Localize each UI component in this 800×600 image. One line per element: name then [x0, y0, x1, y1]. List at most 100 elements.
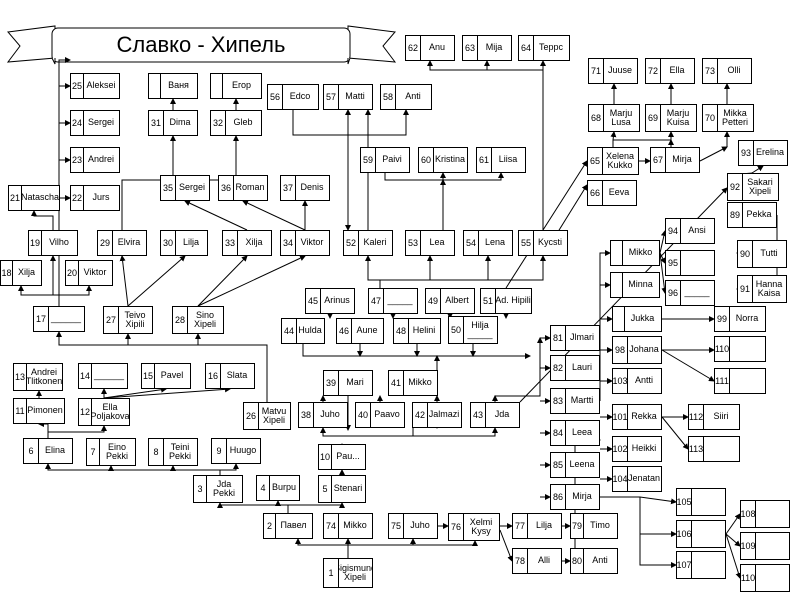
person-number: 91 — [738, 276, 753, 302]
person-number: 75 — [389, 514, 404, 538]
connector-line — [488, 255, 546, 281]
person-number: 18 — [1, 261, 13, 285]
person-name: Paivi — [382, 154, 402, 165]
person-name: Pimonen — [27, 405, 63, 416]
person-number: 20 — [66, 261, 79, 285]
person-node-95: 95 — [665, 250, 715, 276]
person-name: Martti — [570, 395, 594, 406]
person-number: 113 — [689, 437, 704, 461]
connector-line — [599, 316, 613, 401]
person-number: 38 — [299, 403, 314, 427]
person-node-17: 17______ — [33, 306, 85, 332]
person-node-minna: Minna — [610, 272, 660, 298]
person-name — [729, 369, 765, 393]
person-number — [613, 307, 625, 331]
person-name: Anti — [405, 91, 421, 102]
person-name: Ad. Hipili — [495, 295, 531, 306]
connector-line — [494, 337, 543, 402]
person-name: Lea — [429, 237, 445, 248]
person-number: 26 — [244, 403, 259, 429]
person-number: 4 — [257, 476, 270, 500]
connector-line — [661, 349, 715, 382]
person-name: Eino Pekki — [105, 441, 128, 461]
person-number: 51 — [481, 289, 496, 313]
person-number: 32 — [211, 111, 226, 135]
person-number: 94 — [666, 219, 681, 243]
person-number: 46 — [337, 319, 352, 343]
person-number: 96 — [666, 281, 681, 305]
person-name: Teppc — [538, 42, 564, 53]
person-name: Anu — [428, 42, 445, 53]
person-node-105: 105 — [676, 488, 726, 516]
person-name: ______ — [50, 313, 82, 324]
person-number: 62 — [406, 36, 421, 60]
person-name: Lilja — [535, 520, 552, 531]
person-number: 63 — [463, 36, 478, 60]
person-number: 24 — [71, 111, 84, 135]
person-number: 48 — [394, 319, 409, 343]
person-number: 60 — [419, 148, 434, 172]
person-name — [691, 552, 725, 578]
connector-line — [184, 200, 248, 231]
person-number: 1 — [324, 559, 339, 587]
person-name — [755, 565, 789, 591]
person-number — [611, 273, 623, 297]
person-number: 9 — [212, 439, 227, 463]
connector-line — [48, 425, 107, 433]
person-node-1: 1Sigismund Xipeli — [323, 558, 373, 588]
person-number: 30 — [161, 231, 176, 255]
person-name: Hanna Kaisa — [755, 278, 783, 298]
person-name — [755, 501, 789, 527]
person-name: Pau... — [336, 451, 360, 462]
person-name: Hilja _____ — [467, 319, 493, 339]
person-name — [680, 251, 714, 275]
person-number: 82 — [551, 356, 566, 380]
connector-line — [725, 513, 741, 535]
person-number: 29 — [98, 231, 113, 255]
person-number: 36 — [219, 176, 234, 200]
person-name: Pavel — [160, 370, 184, 381]
person-number: 95 — [666, 251, 681, 275]
person-node-mikko: Mikko — [610, 240, 660, 266]
person-number: 49 — [426, 289, 441, 313]
person-name: Juho — [410, 520, 430, 531]
person-number: 23 — [71, 148, 84, 172]
person-number: 76 — [449, 514, 464, 540]
person-number: 44 — [282, 319, 297, 343]
person-number: 43 — [471, 403, 486, 427]
connector-line — [430, 255, 491, 281]
person-node-110: 110 — [740, 564, 790, 592]
person-name: Marju Kuisa — [666, 107, 690, 127]
person-number: 58 — [381, 85, 396, 109]
person-name: Denis — [300, 182, 324, 193]
connector-line — [659, 252, 666, 264]
person-name: Viktor — [83, 267, 107, 278]
connector-line — [31, 210, 54, 230]
person-number: 90 — [738, 241, 753, 267]
person-number: 42 — [413, 403, 428, 427]
connector-line — [103, 386, 231, 399]
